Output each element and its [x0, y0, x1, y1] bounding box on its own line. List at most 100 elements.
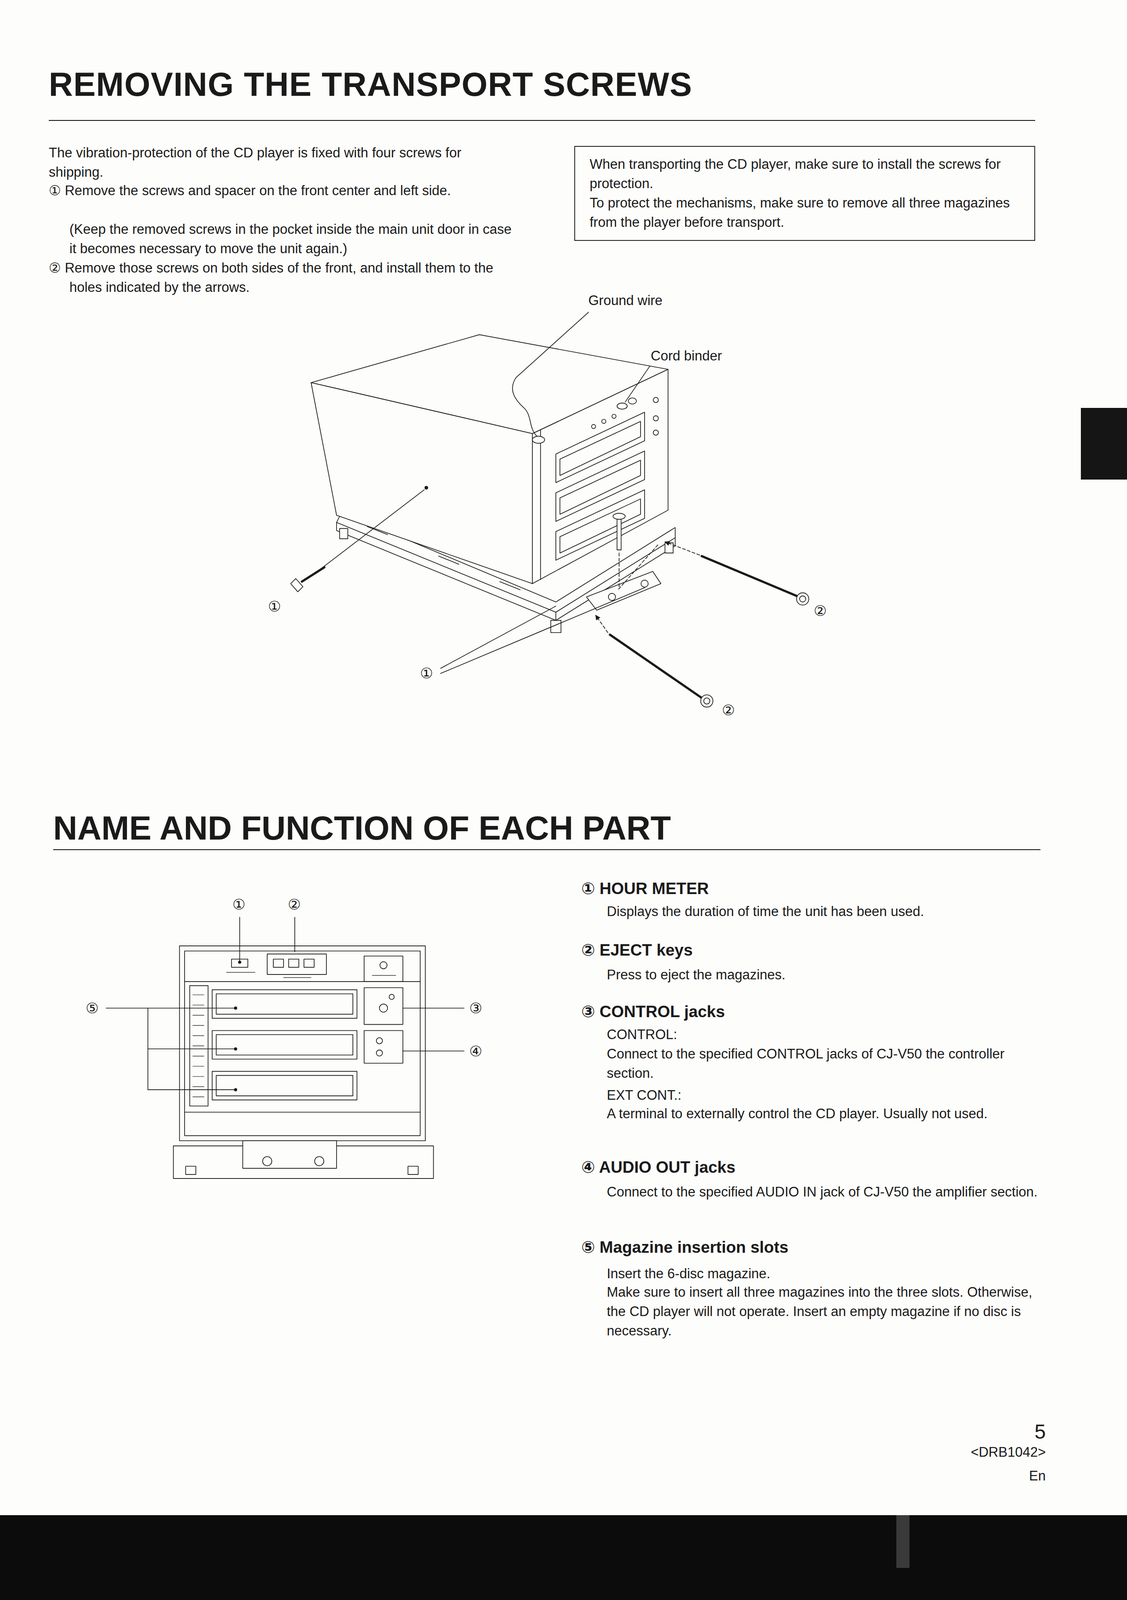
front-panel	[179, 945, 426, 1141]
transport-screw	[700, 694, 714, 707]
cord-binder	[616, 366, 650, 409]
cd-player-unit	[559, 498, 641, 553]
cd-player-unit	[539, 429, 541, 580]
document-code: <DRB1042>	[913, 1442, 1046, 1462]
step-text: ② Remove those screws on both sides of t…	[48, 258, 515, 298]
front-panel	[376, 1037, 383, 1044]
cd-player-unit	[311, 334, 668, 584]
part-label: Ground wire	[588, 290, 663, 311]
leader-line	[234, 1087, 237, 1091]
part-label: Cord binder	[650, 346, 722, 366]
step-text: ① Remove the screws and spacer on the fr…	[48, 181, 515, 201]
front-panel	[173, 945, 434, 1178]
front-bracket	[586, 571, 661, 610]
note-text: (Keep the removed screws in the pocket i…	[69, 219, 515, 259]
front-bracket	[586, 571, 661, 610]
note-text: To protect the mechanisms, make sure to …	[589, 193, 1022, 232]
cd-player-unit	[559, 460, 641, 515]
cd-player-unit	[653, 429, 659, 435]
transport-screw	[424, 485, 428, 489]
front-panel	[192, 1045, 205, 1046]
front-panel	[185, 1165, 196, 1175]
front-panel	[192, 1024, 205, 1026]
front-panel	[242, 1140, 337, 1168]
base-tray	[499, 581, 520, 590]
front-bracket	[641, 579, 649, 588]
front-panel	[184, 1111, 421, 1113]
front-panel	[273, 958, 284, 968]
leader-line	[238, 960, 242, 964]
front-panel	[216, 1075, 353, 1096]
page-number: 5	[913, 1418, 1046, 1444]
leader-line	[105, 916, 464, 1091]
part-heading: ④ AUDIO OUT jacks	[581, 1157, 736, 1177]
ground-wire	[516, 311, 589, 378]
part-description: Connect to the specified CONTROL jacks o…	[606, 1043, 1043, 1083]
front-bracket	[608, 593, 616, 601]
base-tray	[555, 612, 557, 621]
front-panel	[212, 1030, 358, 1059]
leader-line	[234, 1006, 237, 1010]
cd-player-unit	[555, 489, 645, 560]
front-panel	[189, 985, 209, 1106]
front-panel	[304, 958, 315, 968]
transport-screw	[799, 595, 806, 602]
cd-player-unit	[601, 419, 606, 424]
front-panel	[380, 961, 388, 969]
leader-line	[440, 605, 556, 669]
front-panel	[364, 955, 403, 982]
leader-line	[234, 1047, 237, 1051]
front-panel	[267, 953, 327, 974]
transport-screw	[612, 513, 626, 587]
transport-screw	[618, 541, 809, 606]
front-panel	[212, 1070, 358, 1100]
scan-band	[0, 1514, 1127, 1600]
front-panel	[262, 1155, 272, 1166]
base-tray	[664, 542, 674, 553]
front-panel	[192, 1075, 205, 1077]
cd-player-unit	[653, 415, 659, 421]
part-description: Connect to the specified AUDIO IN jack o…	[606, 1181, 1043, 1202]
front-panel	[216, 1034, 353, 1055]
transport-screw	[664, 541, 700, 555]
ground-wire	[512, 311, 589, 443]
front-panel	[192, 994, 205, 1097]
callout-number: ②	[287, 894, 301, 914]
leader-line	[402, 1050, 464, 1051]
callout-number: ①	[268, 596, 282, 617]
part-description: A terminal to externally control the CD …	[606, 1103, 1043, 1124]
leader-line	[148, 1088, 235, 1090]
base-tray	[438, 555, 459, 565]
heading-rule	[48, 119, 1036, 121]
note-text: When transporting the CD player, make su…	[589, 154, 1022, 194]
part-description: EXT CONT.:	[606, 1085, 1043, 1105]
scan-band	[896, 1514, 910, 1568]
cd-player-unit	[612, 413, 617, 418]
front-panel	[226, 971, 255, 973]
part-heading: ① HOUR METER	[581, 878, 709, 899]
cd-player-unit	[591, 424, 596, 429]
transport-screw	[796, 592, 809, 606]
callout-number: ①	[232, 894, 246, 914]
transport-screw	[618, 544, 659, 590]
part-heading: ⑤ Magazine insertion slots	[581, 1237, 789, 1257]
part-description: Make sure to insert all three magazines …	[606, 1282, 1043, 1341]
intro-text: The vibration-protection of the CD playe…	[48, 143, 515, 182]
language-code: En	[913, 1465, 1046, 1486]
transport-screw	[701, 555, 797, 596]
cd-player-unit	[653, 397, 659, 403]
leader-line	[402, 1007, 464, 1009]
leader-line	[294, 916, 296, 952]
front-panel	[376, 1049, 383, 1056]
part-heading: ② EJECT keys	[581, 940, 693, 960]
cord-binder	[625, 366, 650, 402]
front-panel	[212, 989, 358, 1019]
callout-number: ②	[813, 601, 827, 621]
cd-player-unit	[532, 369, 669, 584]
front-panel	[192, 1014, 205, 1015]
transport-screw	[595, 615, 714, 707]
front-panel	[372, 974, 396, 976]
front-panel	[283, 976, 312, 978]
transport-screw	[595, 615, 609, 633]
transport-screw	[703, 697, 711, 704]
